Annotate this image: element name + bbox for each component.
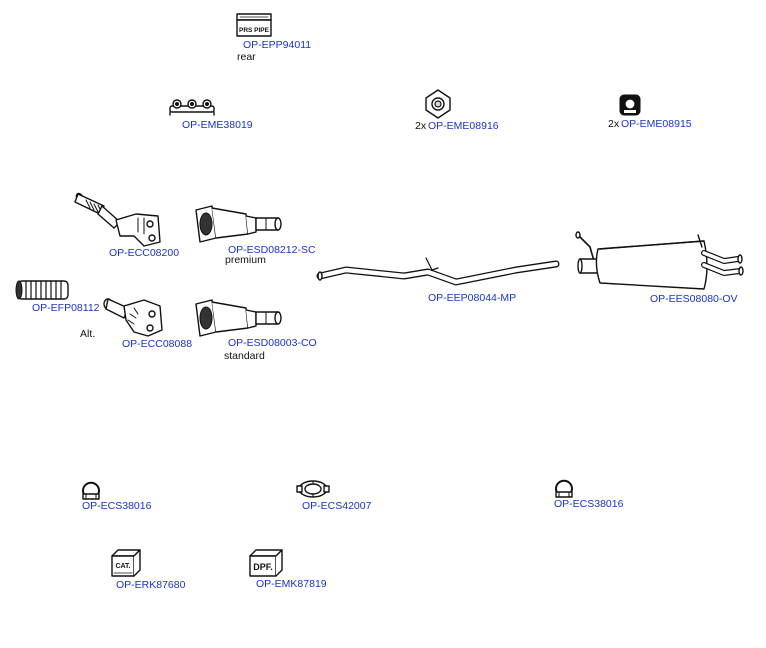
part-code-ecc08200[interactable]: OP-ECC08200 — [109, 247, 180, 259]
rubber-mount-ring-icon — [423, 89, 453, 119]
rubber-mount-block-icon — [618, 93, 642, 117]
rubber-hanger-bracket-icon — [168, 98, 216, 116]
prs-pipe-box-label: PRS PIPE — [239, 27, 270, 34]
prs-pipe-box-icon: PRS PIPE — [236, 12, 272, 38]
part-code-ecs38016-left[interactable]: OP-ECS38016 — [82, 500, 152, 512]
part-code-emk87819[interactable]: OP-EMK87819 — [256, 578, 327, 590]
rear-silencer-icon — [574, 231, 746, 295]
cat-repair-kit-box-icon: CAT. — [110, 548, 142, 578]
dpf-mounting-kit-box-icon: DPF. — [248, 548, 284, 578]
part-code-ecs38016-right[interactable]: OP-ECS38016 — [554, 498, 624, 510]
part-code-eme08916[interactable]: OP-EME08916 — [428, 120, 499, 132]
part-code-eme08915[interactable]: OP-EME08915 — [621, 118, 692, 130]
part-note-rear: rear — [237, 51, 256, 63]
part-code-epp94011[interactable]: OP-EPP94011 — [243, 39, 312, 51]
double-pipe-clamp-icon — [296, 478, 330, 500]
particulate-filter-icon — [194, 204, 286, 244]
part-code-efp08112[interactable]: OP-EFP08112 — [32, 302, 100, 314]
middle-pipe-icon — [316, 256, 562, 288]
part-code-erk87680[interactable]: OP-ERK87680 — [116, 579, 186, 591]
pipe-clamp-icon — [80, 476, 102, 502]
flex-pipe-icon — [14, 278, 72, 302]
part-note-alt: Alt. — [80, 328, 96, 340]
cat-box-label: CAT. — [115, 563, 130, 570]
qty-label-eme08916: 2x — [415, 120, 427, 132]
particulate-filter-standard-icon — [194, 298, 286, 338]
part-code-ees08080-ov[interactable]: OP-EES08080-OV — [650, 293, 738, 305]
catalytic-converter-manifold-icon — [74, 192, 166, 248]
dpf-box-label: DPF. — [253, 562, 273, 572]
part-code-ecc08088[interactable]: OP-ECC08088 — [122, 338, 193, 350]
part-code-eme38019[interactable]: OP-EME38019 — [182, 119, 253, 131]
part-code-ecs42007[interactable]: OP-ECS42007 — [302, 500, 372, 512]
part-code-esd08212-sc[interactable]: OP-ESD08212-SC — [228, 244, 316, 256]
part-code-esd08003-co[interactable]: OP-ESD08003-CO — [228, 337, 317, 349]
part-code-eep08044-mp[interactable]: OP-EEP08044-MP — [428, 292, 517, 304]
pipe-clamp-icon — [553, 474, 575, 500]
catalytic-converter-alt-icon — [100, 294, 166, 338]
qty-label-eme08915: 2x — [608, 118, 620, 130]
part-note-premium: premium — [225, 254, 266, 266]
part-note-standard: standard — [224, 350, 265, 362]
